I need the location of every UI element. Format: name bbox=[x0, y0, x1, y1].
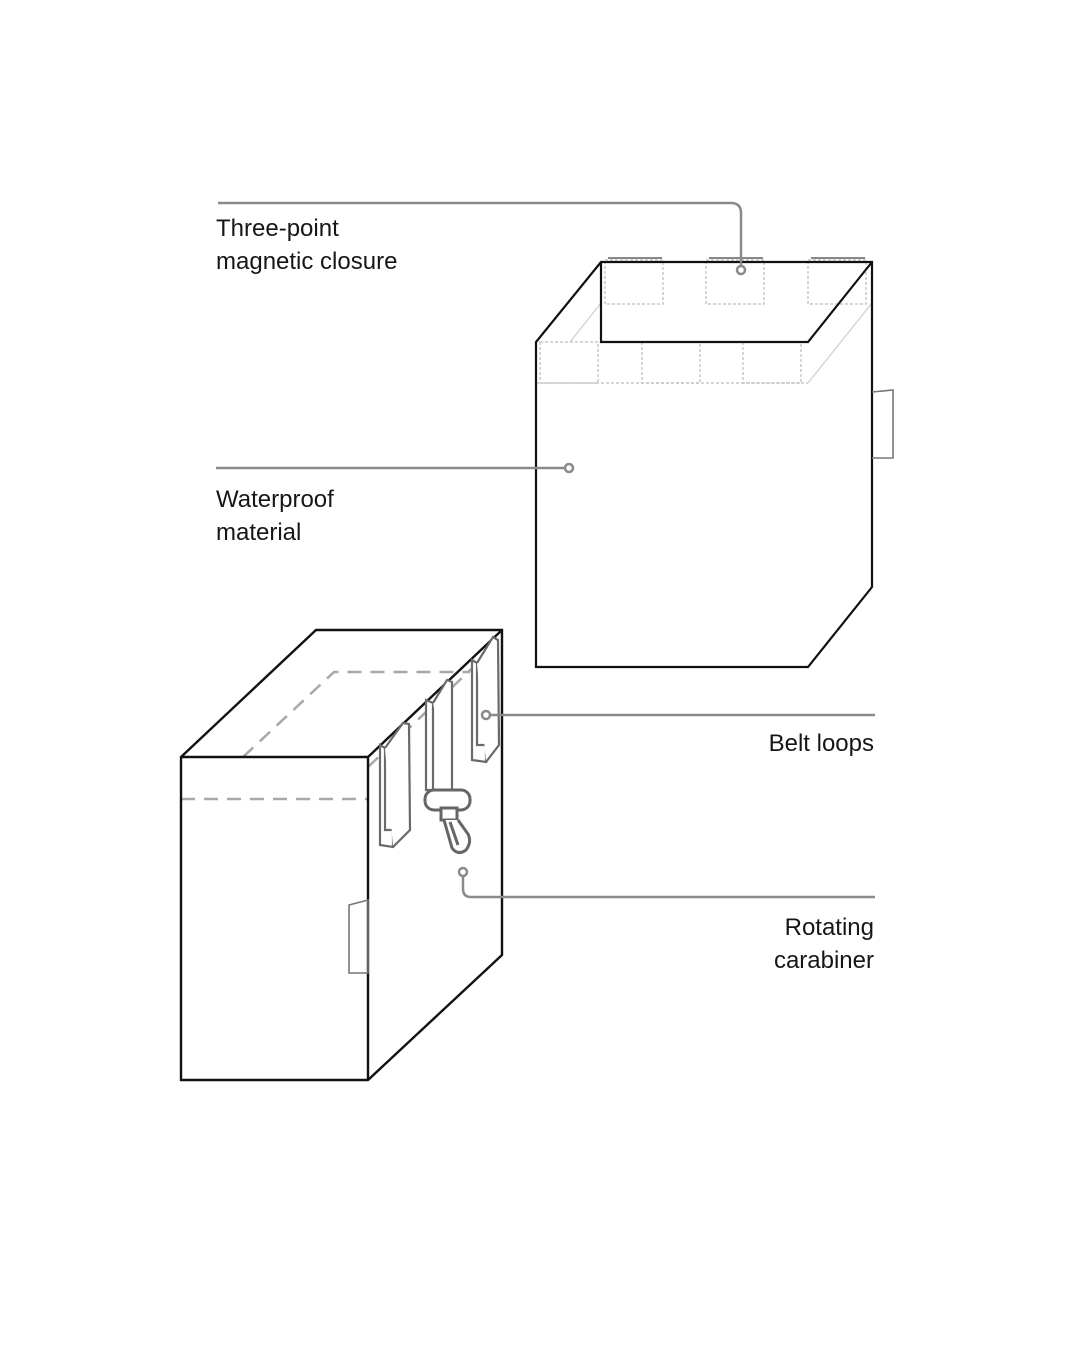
callout-material-line2: material bbox=[216, 519, 302, 546]
callout-material-line1: Waterproof bbox=[216, 486, 334, 513]
bag-outline bbox=[534, 260, 874, 669]
waterproof-band bbox=[536, 341, 808, 384]
callout-closure-line1: Three-point bbox=[216, 215, 339, 242]
bag-outline bbox=[179, 628, 504, 1082]
callout-carabiner-line1: Rotating bbox=[784, 914, 874, 941]
callout-carabiner-line2: carabiner bbox=[773, 947, 874, 974]
callout-material-dot bbox=[563, 462, 575, 474]
open-bag bbox=[534, 257, 894, 669]
callout-carabiner-line bbox=[461, 876, 875, 899]
callout-closure-line bbox=[218, 201, 743, 266]
callout-closure-label: Three-point magnetic closure bbox=[216, 212, 397, 278]
front-tab bbox=[348, 898, 369, 974]
callout-loops-line1: Belt loops bbox=[768, 730, 874, 757]
callout-lines bbox=[216, 201, 875, 899]
side-tab bbox=[871, 389, 894, 459]
magnet-tabs bbox=[604, 259, 867, 305]
callout-closure-line2: magnetic closure bbox=[216, 248, 398, 275]
callout-carabiner-label: Rotating carabiner bbox=[774, 911, 874, 977]
carabiner bbox=[423, 788, 472, 855]
callout-loops-dot bbox=[480, 709, 492, 721]
callout-loops-label: Belt loops bbox=[769, 727, 874, 760]
callout-material-label: Waterproof material bbox=[216, 483, 334, 549]
closed-bag bbox=[179, 628, 504, 1082]
belt-loops bbox=[378, 635, 501, 849]
callout-closure-dot bbox=[735, 264, 747, 276]
callout-carabiner-dot bbox=[457, 866, 469, 878]
